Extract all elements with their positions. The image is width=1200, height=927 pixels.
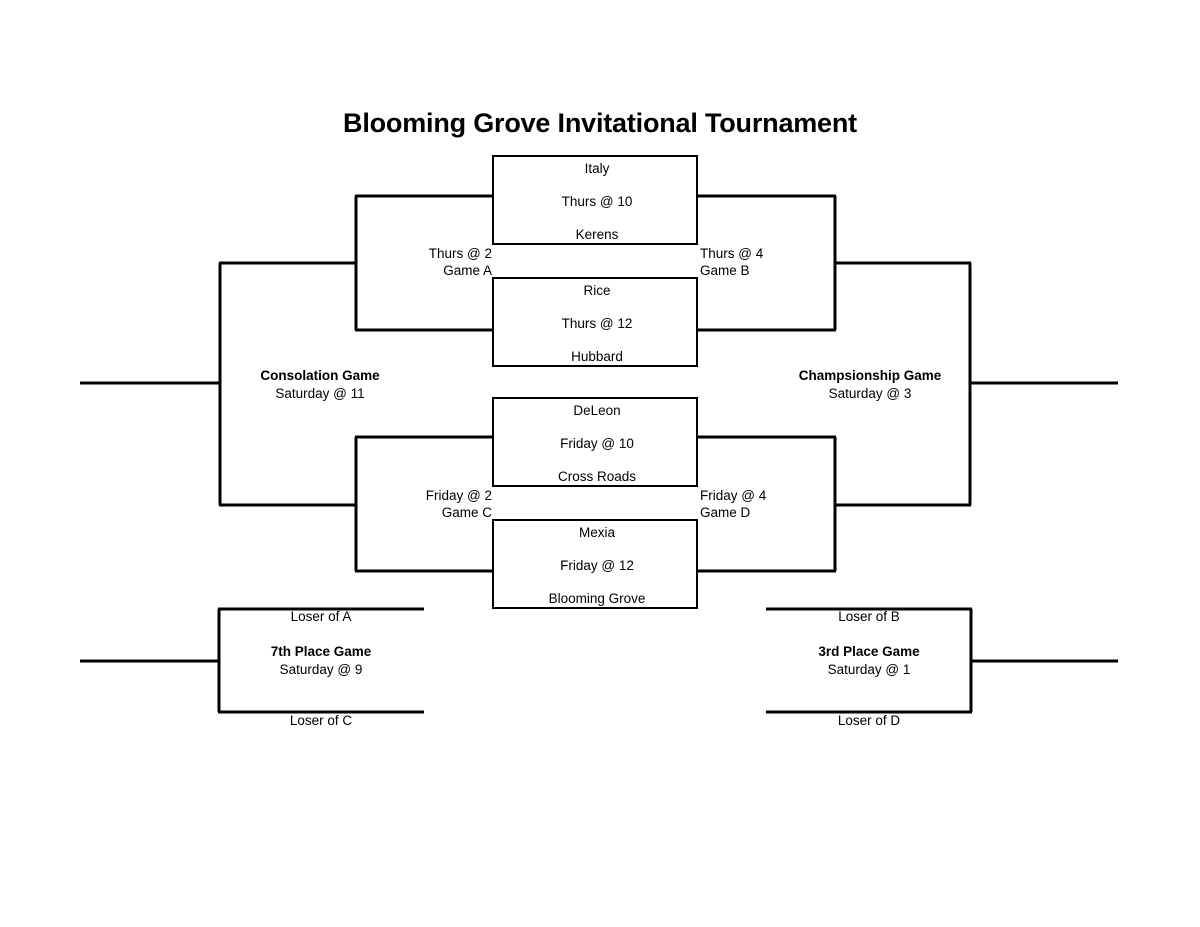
matchup-time: Thurs @ 12 xyxy=(561,316,633,331)
seventh-place-game-name: 7th Place Game xyxy=(270,644,372,659)
matchup-time: Thurs @ 10 xyxy=(561,194,633,209)
round-label-game: Game C xyxy=(441,505,492,520)
round-label-game-b: Thurs @ 4 Game B xyxy=(700,245,830,279)
round-label-time: Friday @ 4 xyxy=(700,488,767,503)
matchup-box-deleon-crossroads[interactable]: DeLeon Friday @ 10 Cross Roads xyxy=(492,397,698,487)
third-seed-bottom: Loser of D xyxy=(837,713,901,728)
round-label-game-d: Friday @ 4 Game D xyxy=(700,487,830,521)
matchup-team-bottom: Kerens xyxy=(575,227,619,242)
matchup-team-bottom: Cross Roads xyxy=(557,469,637,484)
seventh-seed-top: Loser of A xyxy=(290,609,352,624)
seventh-place-game-time: Saturday @ 9 xyxy=(279,662,363,677)
seventh-seed-bottom: Loser of C xyxy=(289,713,353,728)
page-title: Blooming Grove Invitational Tournament xyxy=(343,108,857,138)
round-label-game-a: Thurs @ 2 Game A xyxy=(362,245,492,279)
championship-game-label: Champsionship Game Saturday @ 3 xyxy=(772,367,968,403)
round-label-time: Thurs @ 2 xyxy=(428,246,492,261)
matchup-time: Friday @ 10 xyxy=(560,436,634,451)
championship-game-name: Champsionship Game xyxy=(798,368,942,383)
third-place-game-name: 3rd Place Game xyxy=(818,644,920,659)
matchup-box-rice-hubbard[interactable]: Rice Thurs @ 12 Hubbard xyxy=(492,277,698,367)
matchup-team-top: DeLeon xyxy=(573,403,621,418)
consolation-game-time: Saturday @ 11 xyxy=(275,386,365,401)
consolation-game-name: Consolation Game xyxy=(260,368,380,383)
matchup-team-top: Rice xyxy=(583,283,611,298)
round-label-game: Game B xyxy=(700,263,750,278)
matchup-box-mexia-bloominggrove[interactable]: Mexia Friday @ 12 Blooming Grove xyxy=(492,519,698,609)
seventh-place-game-label: 7th Place Game Saturday @ 9 xyxy=(221,643,421,679)
round-label-game-c: Friday @ 2 Game C xyxy=(362,487,492,521)
round-label-game: Game A xyxy=(443,263,492,278)
round-label-time: Friday @ 2 xyxy=(425,488,492,503)
matchup-team-bottom: Blooming Grove xyxy=(548,591,646,606)
consolation-game-label: Consolation Game Saturday @ 11 xyxy=(225,367,415,403)
third-place-game-label: 3rd Place Game Saturday @ 1 xyxy=(769,643,969,679)
third-place-game-time: Saturday @ 1 xyxy=(827,662,911,677)
matchup-team-bottom: Hubbard xyxy=(571,349,623,364)
matchup-team-top: Mexia xyxy=(578,525,615,540)
matchup-box-italy-kerens[interactable]: Italy Thurs @ 10 Kerens xyxy=(492,155,698,245)
round-label-game: Game D xyxy=(700,505,751,520)
third-seed-top: Loser of B xyxy=(838,609,900,624)
matchup-team-top: Italy xyxy=(584,161,610,176)
championship-game-time: Saturday @ 3 xyxy=(828,386,912,401)
matchup-time: Friday @ 12 xyxy=(560,558,634,573)
round-label-time: Thurs @ 4 xyxy=(700,246,764,261)
